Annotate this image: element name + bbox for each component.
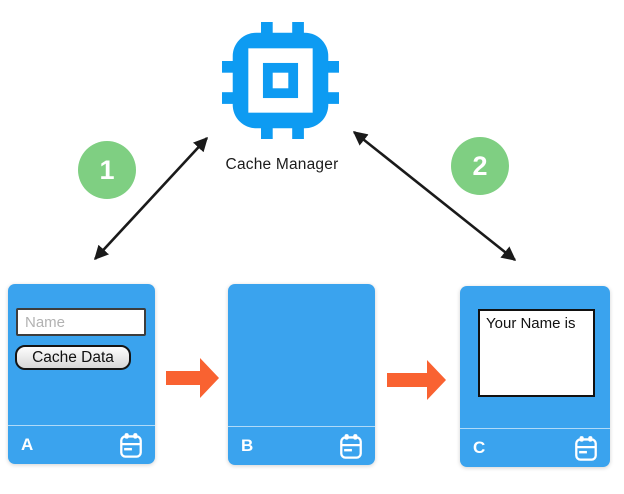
screen-b: B [228, 284, 375, 465]
screen-c-footer: C [460, 428, 610, 467]
step-badge-2: 2 [451, 137, 509, 195]
screen-label: B [241, 436, 254, 455]
output-text: Your Name is [486, 315, 576, 332]
cache-manager-label: Cache Manager [225, 156, 339, 173]
screen-a: Cache Data A [8, 284, 155, 464]
step-number: 2 [472, 150, 488, 181]
calendar-icon[interactable] [575, 435, 597, 461]
calendar-icon[interactable] [340, 433, 362, 459]
screen-c: Your Name is C [460, 286, 610, 467]
screen-label: A [21, 435, 34, 454]
screen-a-footer: A [8, 425, 155, 464]
screen-b-footer: B [228, 426, 375, 465]
name-output-box: Your Name is [478, 309, 595, 397]
name-input[interactable] [16, 308, 146, 336]
calendar-icon[interactable] [120, 432, 142, 458]
step-number: 1 [99, 154, 115, 185]
cache-data-button[interactable]: Cache Data [15, 345, 131, 370]
cpu-chip-icon [222, 22, 339, 139]
flow-arrow-b-to-c [387, 360, 446, 400]
step-badge-1: 1 [78, 141, 136, 199]
screen-label: C [473, 438, 486, 457]
cache-manager-chip [222, 22, 339, 139]
flow-arrow-a-to-b [166, 358, 219, 398]
